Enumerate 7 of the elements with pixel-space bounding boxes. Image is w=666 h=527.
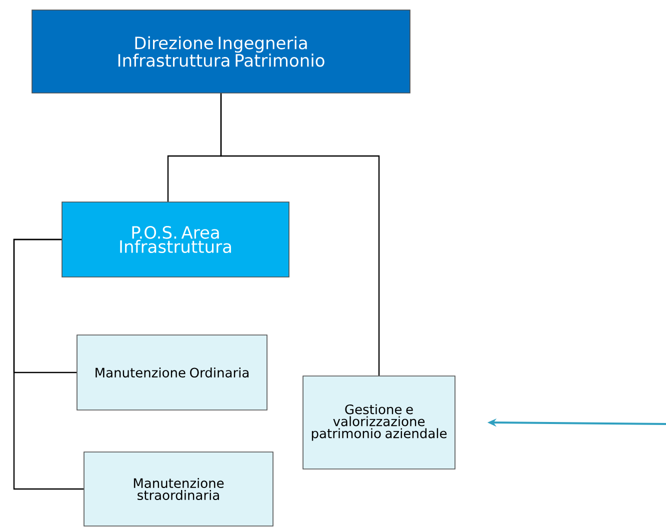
- org-box: Manutenzione Ordinaria: [76, 334, 268, 410]
- org-box: P.O.S. Area Infrastruttura: [62, 202, 290, 278]
- connector-line: [13, 238, 84, 490]
- org-box: Direzione Ingegneria Infrastruttura Patrimonio: [32, 10, 410, 94]
- org-box: Gestione e valorizzazione patrimonio aziendale: [302, 376, 456, 470]
- org-box: Manutenzione straordinaria: [84, 452, 274, 526]
- connector-line: [220, 93, 380, 376]
